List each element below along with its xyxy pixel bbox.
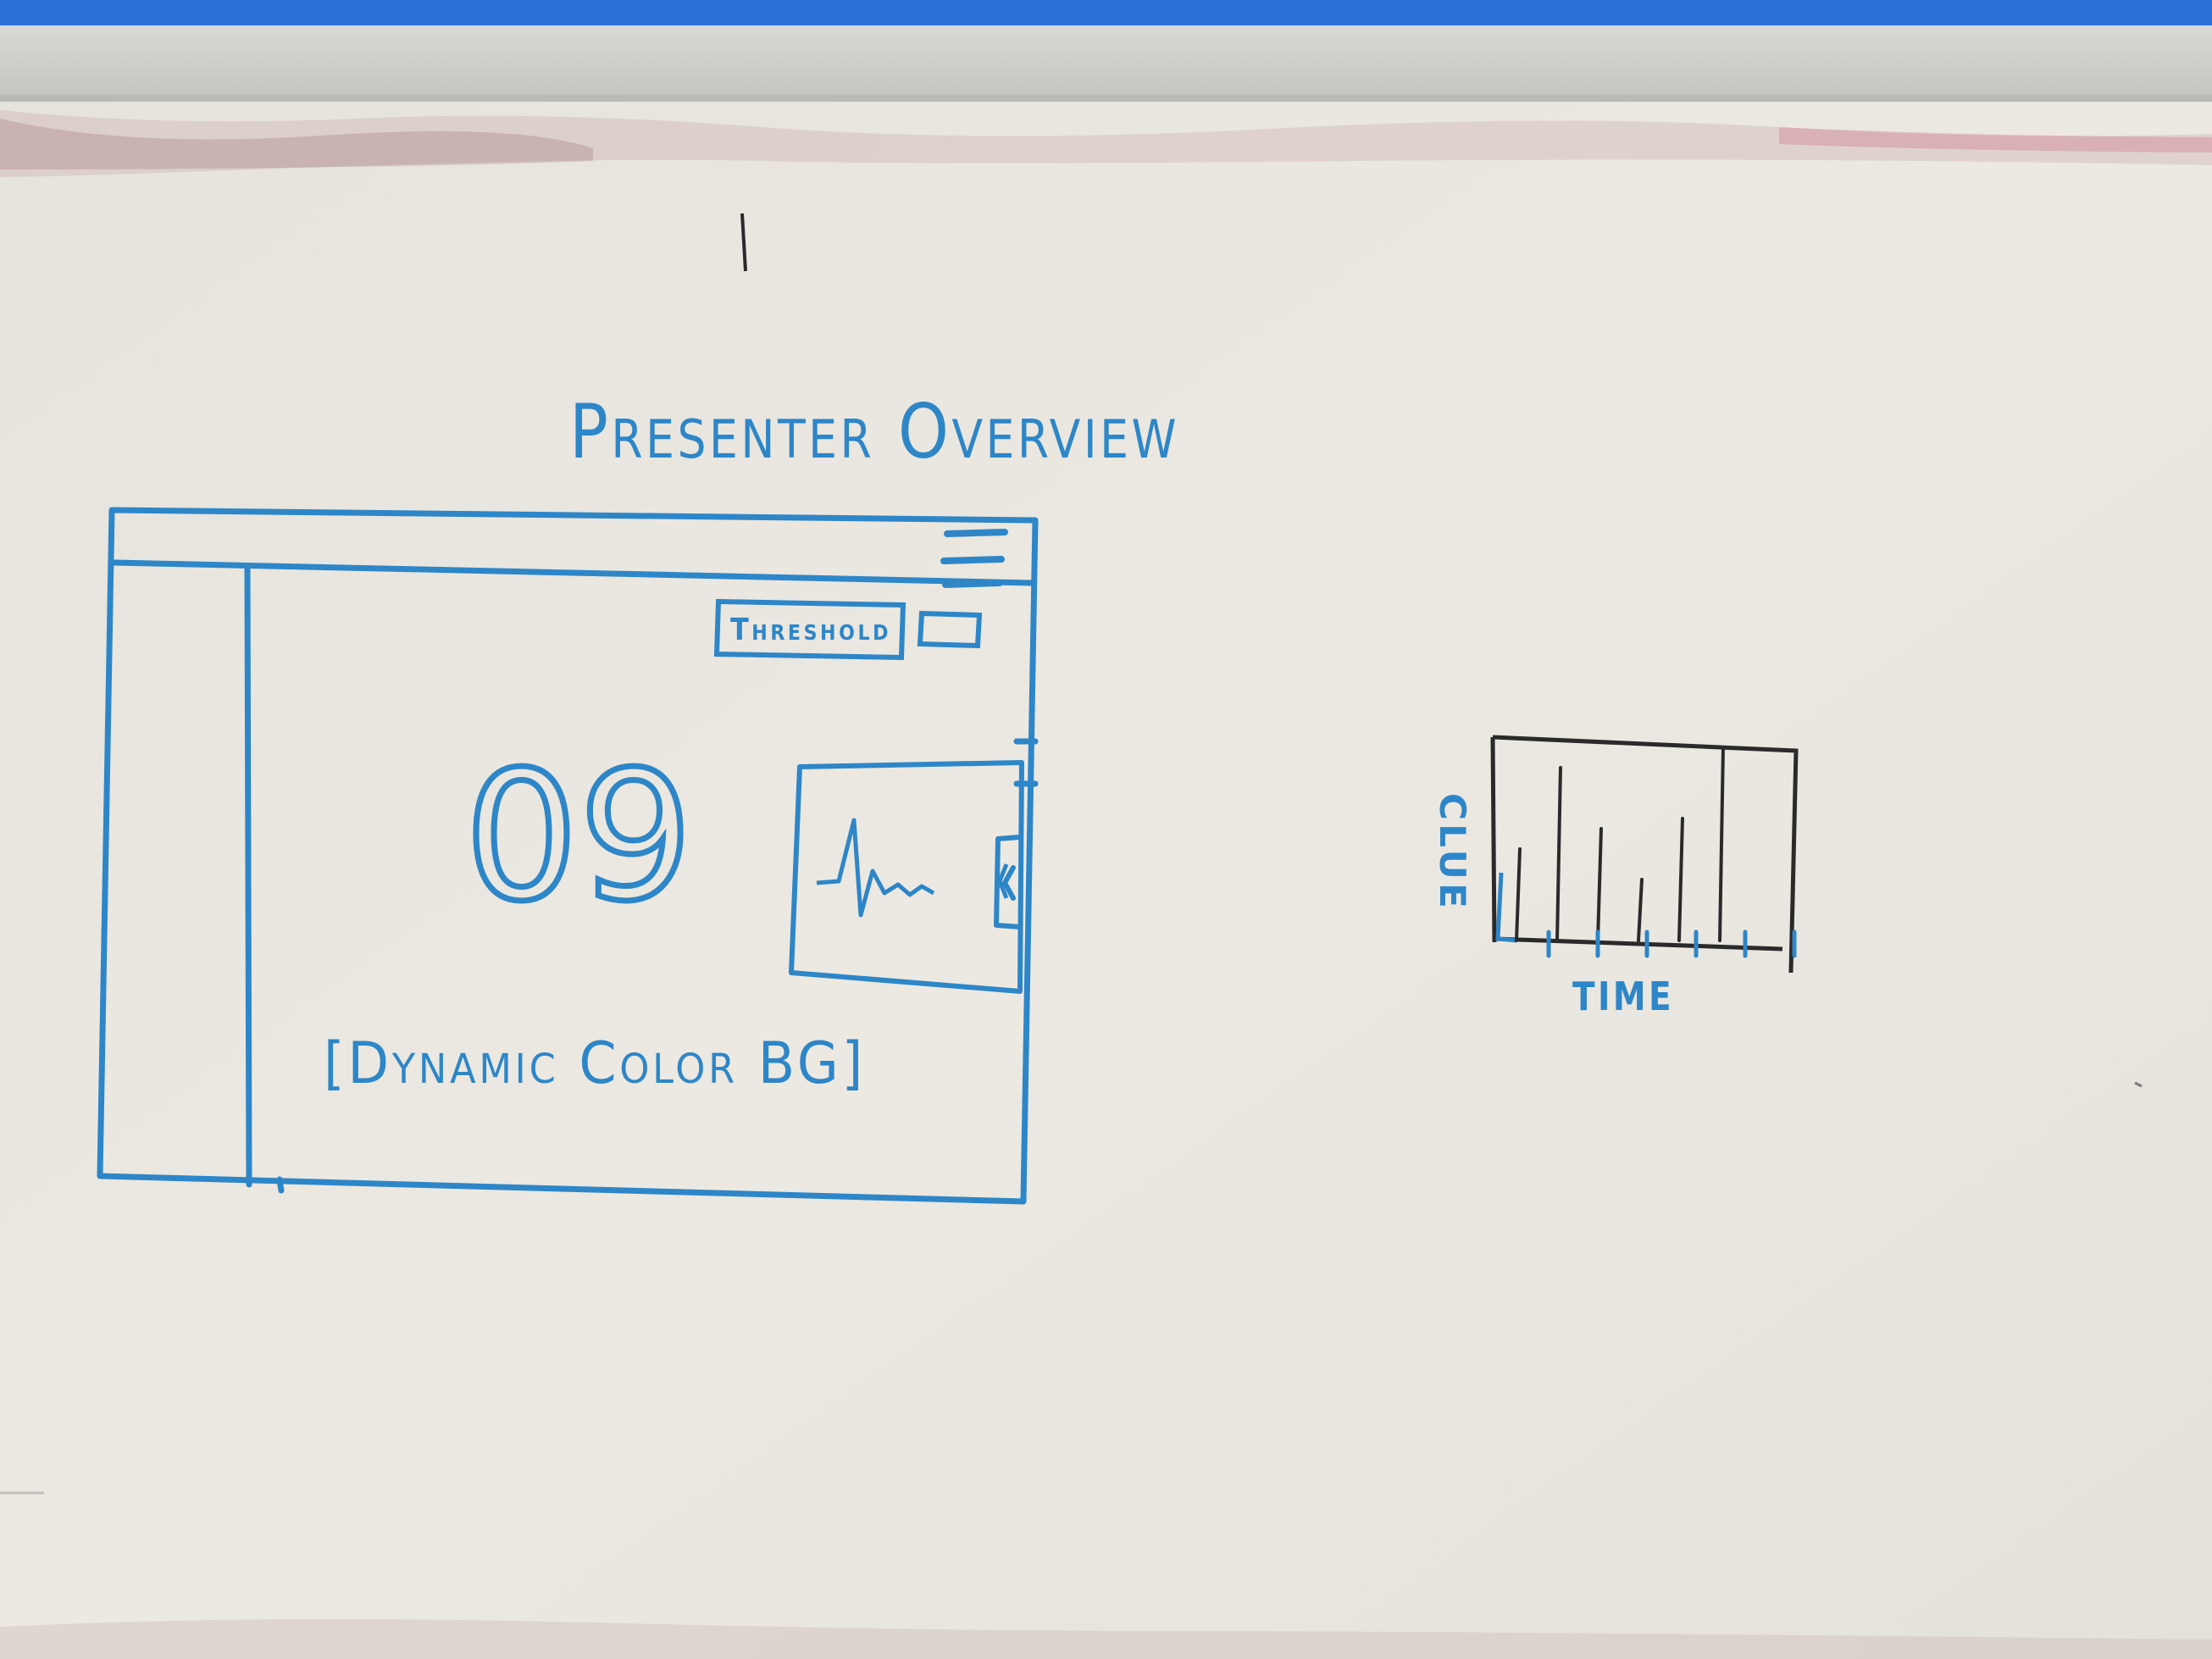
ecg-line <box>816 818 935 918</box>
chart-bar <box>1718 746 1725 942</box>
sketch-title: Presenter Overview <box>569 388 1179 475</box>
threshold-button[interactable]: Threshold <box>713 598 906 661</box>
chart-ylabel: CLUE <box>1432 793 1473 912</box>
board-surface <box>0 102 2212 1659</box>
dynamic-bg-note: [Dynamic Color BG] <box>324 1030 866 1097</box>
counter-value: 09 <box>464 733 693 940</box>
graph-panel[interactable] <box>789 760 1024 994</box>
threshold-label: Threshold <box>730 613 891 647</box>
chart-bar <box>1596 827 1603 942</box>
marker-residue <box>0 110 2212 177</box>
chart-bar <box>1555 766 1562 942</box>
board-frame <box>0 25 2212 102</box>
svg-text:CLUE: CLUE <box>1432 793 1473 912</box>
threshold-input[interactable] <box>917 610 983 649</box>
chart-bar <box>1637 878 1644 942</box>
chart-xlabel: TIME <box>1572 974 1674 1019</box>
stray-mark <box>740 213 747 272</box>
clue-time-chart: CLUE TIME <box>1432 735 1799 1019</box>
chart-y-axis <box>1495 872 1517 943</box>
chart-frame <box>1492 735 1799 974</box>
chart-x-axis <box>1494 936 1783 952</box>
hamburger-menu-icon[interactable] <box>940 529 1008 588</box>
chevron-left-icon[interactable] <box>997 863 1009 899</box>
chart-bar <box>1677 817 1684 942</box>
wireframe-window <box>97 507 1039 1205</box>
chart-bar <box>1515 847 1522 942</box>
wall-strip <box>0 0 2212 25</box>
